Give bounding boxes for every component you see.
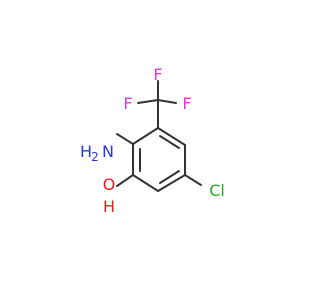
atom-cl-label: Cl [209, 181, 225, 200]
atom-o-label: O [103, 175, 116, 194]
atom-h-hydroxyl-label: H [103, 197, 115, 216]
bond-cf3-f-left [137, 99, 159, 104]
double-bond-inner-c2-c3 [159, 135, 180, 149]
double-bond-inner-c4-c5 [159, 170, 180, 184]
bond-ring-c2-c3 [157, 127, 186, 146]
bond-ring-c4-c5 [157, 174, 186, 192]
atom-labels: F F F H 2 N O H Cl [80, 65, 225, 216]
atom-f-top-label: F [153, 65, 162, 84]
atom-h-amine-label: H [80, 142, 92, 161]
bond-c4-cl [184, 174, 202, 186]
molecule-structure-diagram: F F F H 2 N O H Cl [80, 65, 225, 216]
atom-f-right-label: F [182, 94, 191, 113]
atom-f-left-label: F [123, 94, 132, 113]
atom-h2-subscript-label: 2 [91, 150, 99, 164]
bonds [116, 80, 202, 192]
bond-c1-n [116, 133, 134, 145]
bond-c6-o [116, 174, 134, 187]
bond-ring-c1-c2 [132, 127, 159, 145]
bond-cf3-f-right [157, 99, 177, 104]
atom-n-label: N [102, 142, 114, 161]
bond-ring-c5-c6 [132, 174, 159, 192]
